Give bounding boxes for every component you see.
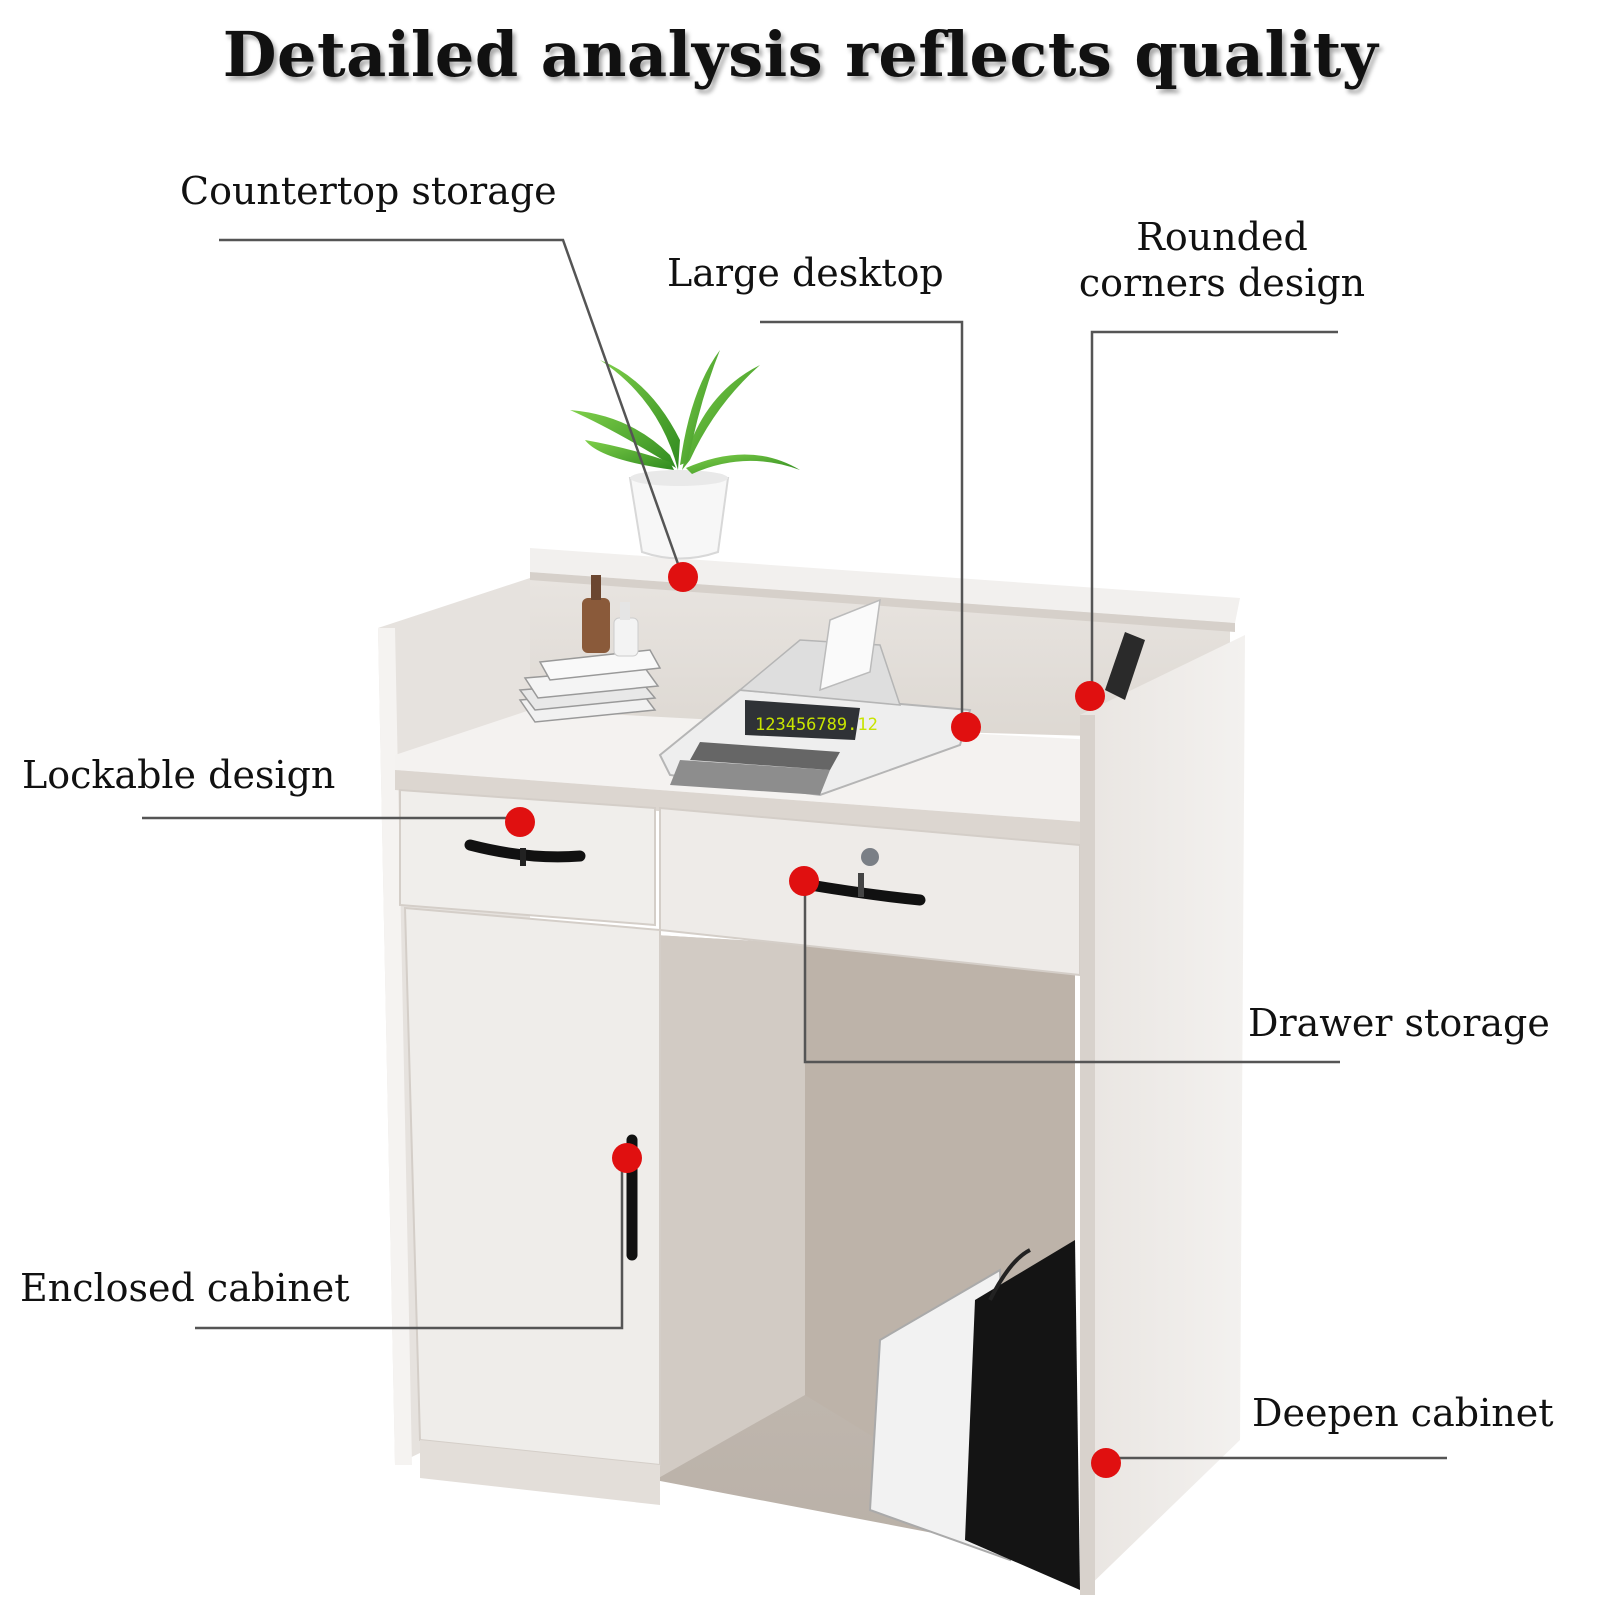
marker-desktop	[951, 712, 981, 742]
white-bottle	[613, 602, 639, 657]
callout-large-desktop: Large desktop	[667, 251, 944, 295]
shopping-bags	[868, 1240, 1080, 1590]
callout-rounded-line1: Rounded	[1136, 215, 1308, 259]
leader-line-rounded	[1090, 330, 1338, 697]
calculator-display: 123456789.12	[755, 715, 878, 735]
amber-bottle	[582, 575, 610, 653]
marker-deepen	[1091, 1448, 1121, 1478]
marker-countertop	[668, 562, 698, 592]
right-side-panel	[1080, 635, 1245, 1595]
callout-deepen-cabinet: Deepen cabinet	[1252, 1391, 1554, 1435]
page-title: Detailed analysis reflects quality	[222, 18, 1379, 91]
marker-lockable	[505, 807, 535, 837]
callout-markers	[505, 562, 1121, 1478]
top-shelf	[530, 548, 1240, 632]
callout-enclosed-cabinet: Enclosed cabinet	[20, 1266, 350, 1310]
callout-drawer-storage: Drawer storage	[1248, 1001, 1550, 1045]
leader-line-drawer	[803, 882, 1340, 1064]
callout-rounded-corners: Rounded corners design	[1062, 214, 1382, 307]
marker-rounded	[1075, 681, 1105, 711]
leader-lines	[142, 238, 1447, 1460]
callout-rounded-line2: corners design	[1078, 261, 1366, 306]
leader-line-enclosed	[195, 1158, 624, 1330]
book-stack	[518, 649, 662, 723]
marker-drawer	[789, 866, 819, 896]
printing-calculator: 123456789.12	[658, 598, 972, 797]
potted-plant	[570, 350, 800, 560]
callout-countertop-storage: Countertop storage	[180, 169, 557, 213]
marker-enclosed	[612, 1143, 642, 1173]
drawer-handle-right	[804, 848, 926, 906]
phone	[1105, 632, 1145, 700]
leader-line-countertop	[219, 238, 685, 579]
drawer-handle-left	[464, 839, 586, 866]
callout-lockable-design: Lockable design	[22, 753, 336, 797]
leader-line-desktop	[760, 320, 964, 728]
cabinet-door	[403, 906, 661, 1505]
